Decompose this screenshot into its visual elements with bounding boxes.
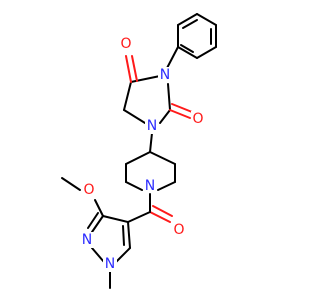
imidazolidinedione-ring bbox=[123, 55, 193, 124]
bond bbox=[125, 181, 143, 191]
bond bbox=[157, 181, 176, 191]
bond bbox=[177, 13, 198, 26]
bond bbox=[91, 215, 104, 233]
bond bbox=[127, 221, 131, 249]
atom-o-methoxy: O bbox=[83, 182, 94, 198]
bond bbox=[94, 199, 104, 217]
bond bbox=[149, 151, 176, 165]
bond bbox=[171, 103, 193, 113]
bond bbox=[123, 109, 146, 124]
bond bbox=[165, 46, 179, 71]
bond bbox=[87, 212, 99, 229]
bond bbox=[177, 46, 198, 59]
molecule-drawing: O O N N N O O N N bbox=[61, 13, 217, 289]
bond bbox=[61, 177, 81, 191]
bond bbox=[123, 81, 132, 111]
atom-n-piperidine: N bbox=[145, 178, 155, 194]
bond bbox=[102, 215, 129, 223]
bond bbox=[182, 19, 198, 29]
atom-n-imidazolidine-bottom: N bbox=[147, 118, 157, 134]
atom-o-top: O bbox=[120, 36, 131, 52]
atom-n-imidazolidine-top: N bbox=[160, 67, 170, 83]
bond bbox=[149, 211, 171, 223]
bond bbox=[159, 109, 171, 124]
atom-o-carbonyl: O bbox=[173, 222, 184, 238]
bond bbox=[91, 247, 105, 263]
pyrazole-ring bbox=[87, 212, 131, 263]
bond bbox=[115, 247, 131, 263]
bond bbox=[167, 83, 171, 111]
bond bbox=[122, 225, 125, 246]
bond bbox=[196, 46, 217, 59]
bond bbox=[125, 151, 151, 165]
bond bbox=[127, 211, 151, 223]
atom-labels: O O N N N O O N N bbox=[80, 36, 205, 272]
bond bbox=[130, 75, 161, 83]
atom-n-pyrazole-1: N bbox=[105, 256, 115, 272]
bond bbox=[125, 55, 132, 83]
piperidine-ring bbox=[125, 151, 176, 191]
atom-n-pyrazole-2: N bbox=[82, 232, 92, 248]
bond bbox=[169, 109, 191, 119]
atom-o-right: O bbox=[192, 111, 203, 127]
phenyl-ring bbox=[177, 13, 217, 59]
bond bbox=[196, 13, 217, 26]
bond bbox=[152, 205, 173, 217]
bond bbox=[149, 132, 153, 153]
bond bbox=[131, 55, 138, 82]
bond bbox=[180, 44, 194, 53]
structure-diagram: O O N N N O O N N bbox=[61, 13, 217, 289]
